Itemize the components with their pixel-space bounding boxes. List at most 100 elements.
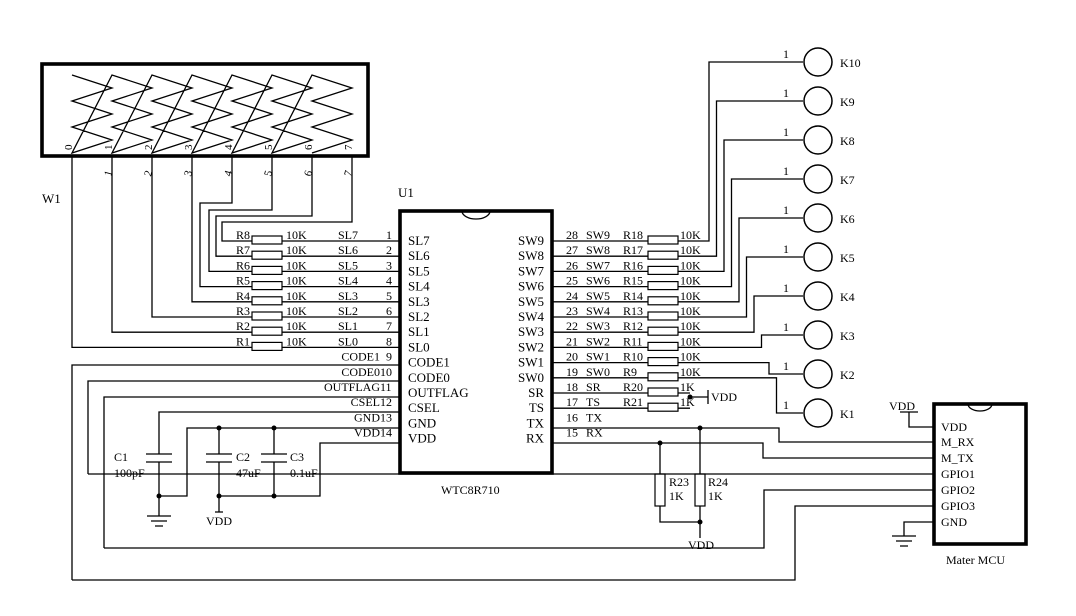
r24-label: R24	[708, 475, 728, 489]
pot-pin-label: 4	[223, 144, 235, 150]
res-ref: R3	[236, 304, 250, 318]
res-ref: R9	[623, 365, 637, 379]
pot-pin-label-outer: 4	[222, 169, 235, 178]
key-pad	[803, 281, 833, 311]
pin-number: 8	[386, 334, 392, 348]
key-label: K3	[840, 329, 855, 343]
pin-name: CSEL	[408, 400, 440, 415]
key-label: K2	[840, 368, 855, 382]
pin-number: 14	[380, 426, 392, 440]
resistor	[647, 326, 679, 336]
resistor	[251, 235, 283, 245]
resistor	[647, 357, 679, 367]
resistor	[251, 326, 283, 336]
pin-name: SW1	[518, 355, 544, 370]
net-label: SL3	[338, 289, 358, 303]
pot-pin-label: 7	[343, 144, 355, 150]
res-val: 10K	[286, 258, 307, 272]
res-val: 10K	[286, 289, 307, 303]
pin-number: 26	[566, 258, 578, 272]
mcu-pin-name: GPIO1	[941, 467, 975, 481]
resistor	[251, 250, 283, 260]
resistor	[251, 281, 283, 291]
resistor	[647, 250, 679, 260]
net-label: SW0	[586, 365, 610, 379]
mcu-pin-name: M_RX	[941, 435, 975, 449]
chip-notch	[461, 210, 491, 220]
key-pin: 1	[783, 242, 789, 256]
net-label: GND	[354, 410, 380, 424]
pin-name: VDD	[408, 431, 436, 446]
key-pad	[803, 242, 833, 272]
mcu-vdd-label: VDD	[889, 399, 915, 413]
key-pad	[803, 164, 833, 194]
key-pad	[803, 398, 833, 428]
net-label: SW9	[586, 228, 610, 242]
res-val: 10K	[680, 289, 701, 303]
resistor	[647, 372, 679, 382]
res-val: 10K	[286, 304, 307, 318]
pin-name: OUTFLAG	[408, 385, 469, 400]
key-pin: 1	[783, 359, 789, 373]
resistor	[251, 341, 283, 351]
resistor	[647, 387, 679, 397]
pin-number: 27	[566, 243, 578, 257]
key-pad	[803, 359, 833, 389]
key-pad	[803, 320, 833, 350]
c1-ref: C1	[114, 450, 128, 464]
key-pad	[803, 86, 833, 116]
key-label: K5	[840, 251, 855, 265]
pot-pin-label: 0	[63, 144, 75, 150]
mcu-pin-name: M_TX	[941, 451, 974, 465]
pot-label: W1	[42, 191, 61, 206]
pot-pin-label: 1	[103, 145, 115, 151]
pin-name: SR	[528, 385, 544, 400]
resistor	[647, 281, 679, 291]
res-ref: R6	[236, 258, 250, 272]
res-ref: R1	[236, 334, 250, 348]
pin-number: 4	[386, 274, 392, 288]
pin-name: TS	[529, 400, 544, 415]
resistor	[251, 265, 283, 275]
res-val: 10K	[680, 243, 701, 257]
res-val: 10K	[286, 319, 307, 333]
net-label: SL5	[338, 258, 358, 272]
pin-number: 20	[566, 350, 578, 364]
pin-number: 3	[386, 258, 392, 272]
pin-number: 5	[386, 289, 392, 303]
res-ref: R15	[623, 274, 643, 288]
net-label: SR	[586, 380, 601, 394]
net-label: SL6	[338, 243, 358, 257]
net-label: SW5	[586, 289, 610, 303]
res-val: 10K	[680, 228, 701, 242]
key-pad	[803, 47, 833, 77]
key-label: K10	[840, 56, 861, 70]
pin-name: SL6	[408, 248, 430, 263]
res-val: 1K	[680, 395, 695, 409]
net-label: SW7	[586, 258, 610, 272]
sr-vdd-label: VDD	[711, 390, 737, 404]
pin-name: SW4	[518, 309, 545, 324]
pot-pin-label-outer: 2	[142, 169, 155, 177]
key-pin: 1	[783, 125, 789, 139]
mcu-pin-name: GND	[941, 515, 967, 529]
c3-ref: C3	[290, 450, 304, 464]
pin-number: 7	[386, 319, 392, 333]
res-val: 10K	[680, 365, 701, 379]
res-ref: R12	[623, 319, 643, 333]
res-ref: R5	[236, 274, 250, 288]
pin-number: 19	[566, 365, 578, 379]
res-ref: R16	[623, 258, 643, 272]
res-val: 10K	[286, 228, 307, 242]
res-ref: R21	[623, 395, 643, 409]
pot-pin-label: 6	[303, 144, 315, 150]
chip-body	[398, 209, 554, 475]
key-label: K6	[840, 212, 855, 226]
pin-number: 2	[386, 243, 392, 257]
res-ref: R2	[236, 319, 250, 333]
c1-val: 100pF	[114, 466, 145, 480]
res-val: 10K	[680, 258, 701, 272]
key-label: K7	[840, 173, 855, 187]
pin-number: 17	[566, 395, 578, 409]
